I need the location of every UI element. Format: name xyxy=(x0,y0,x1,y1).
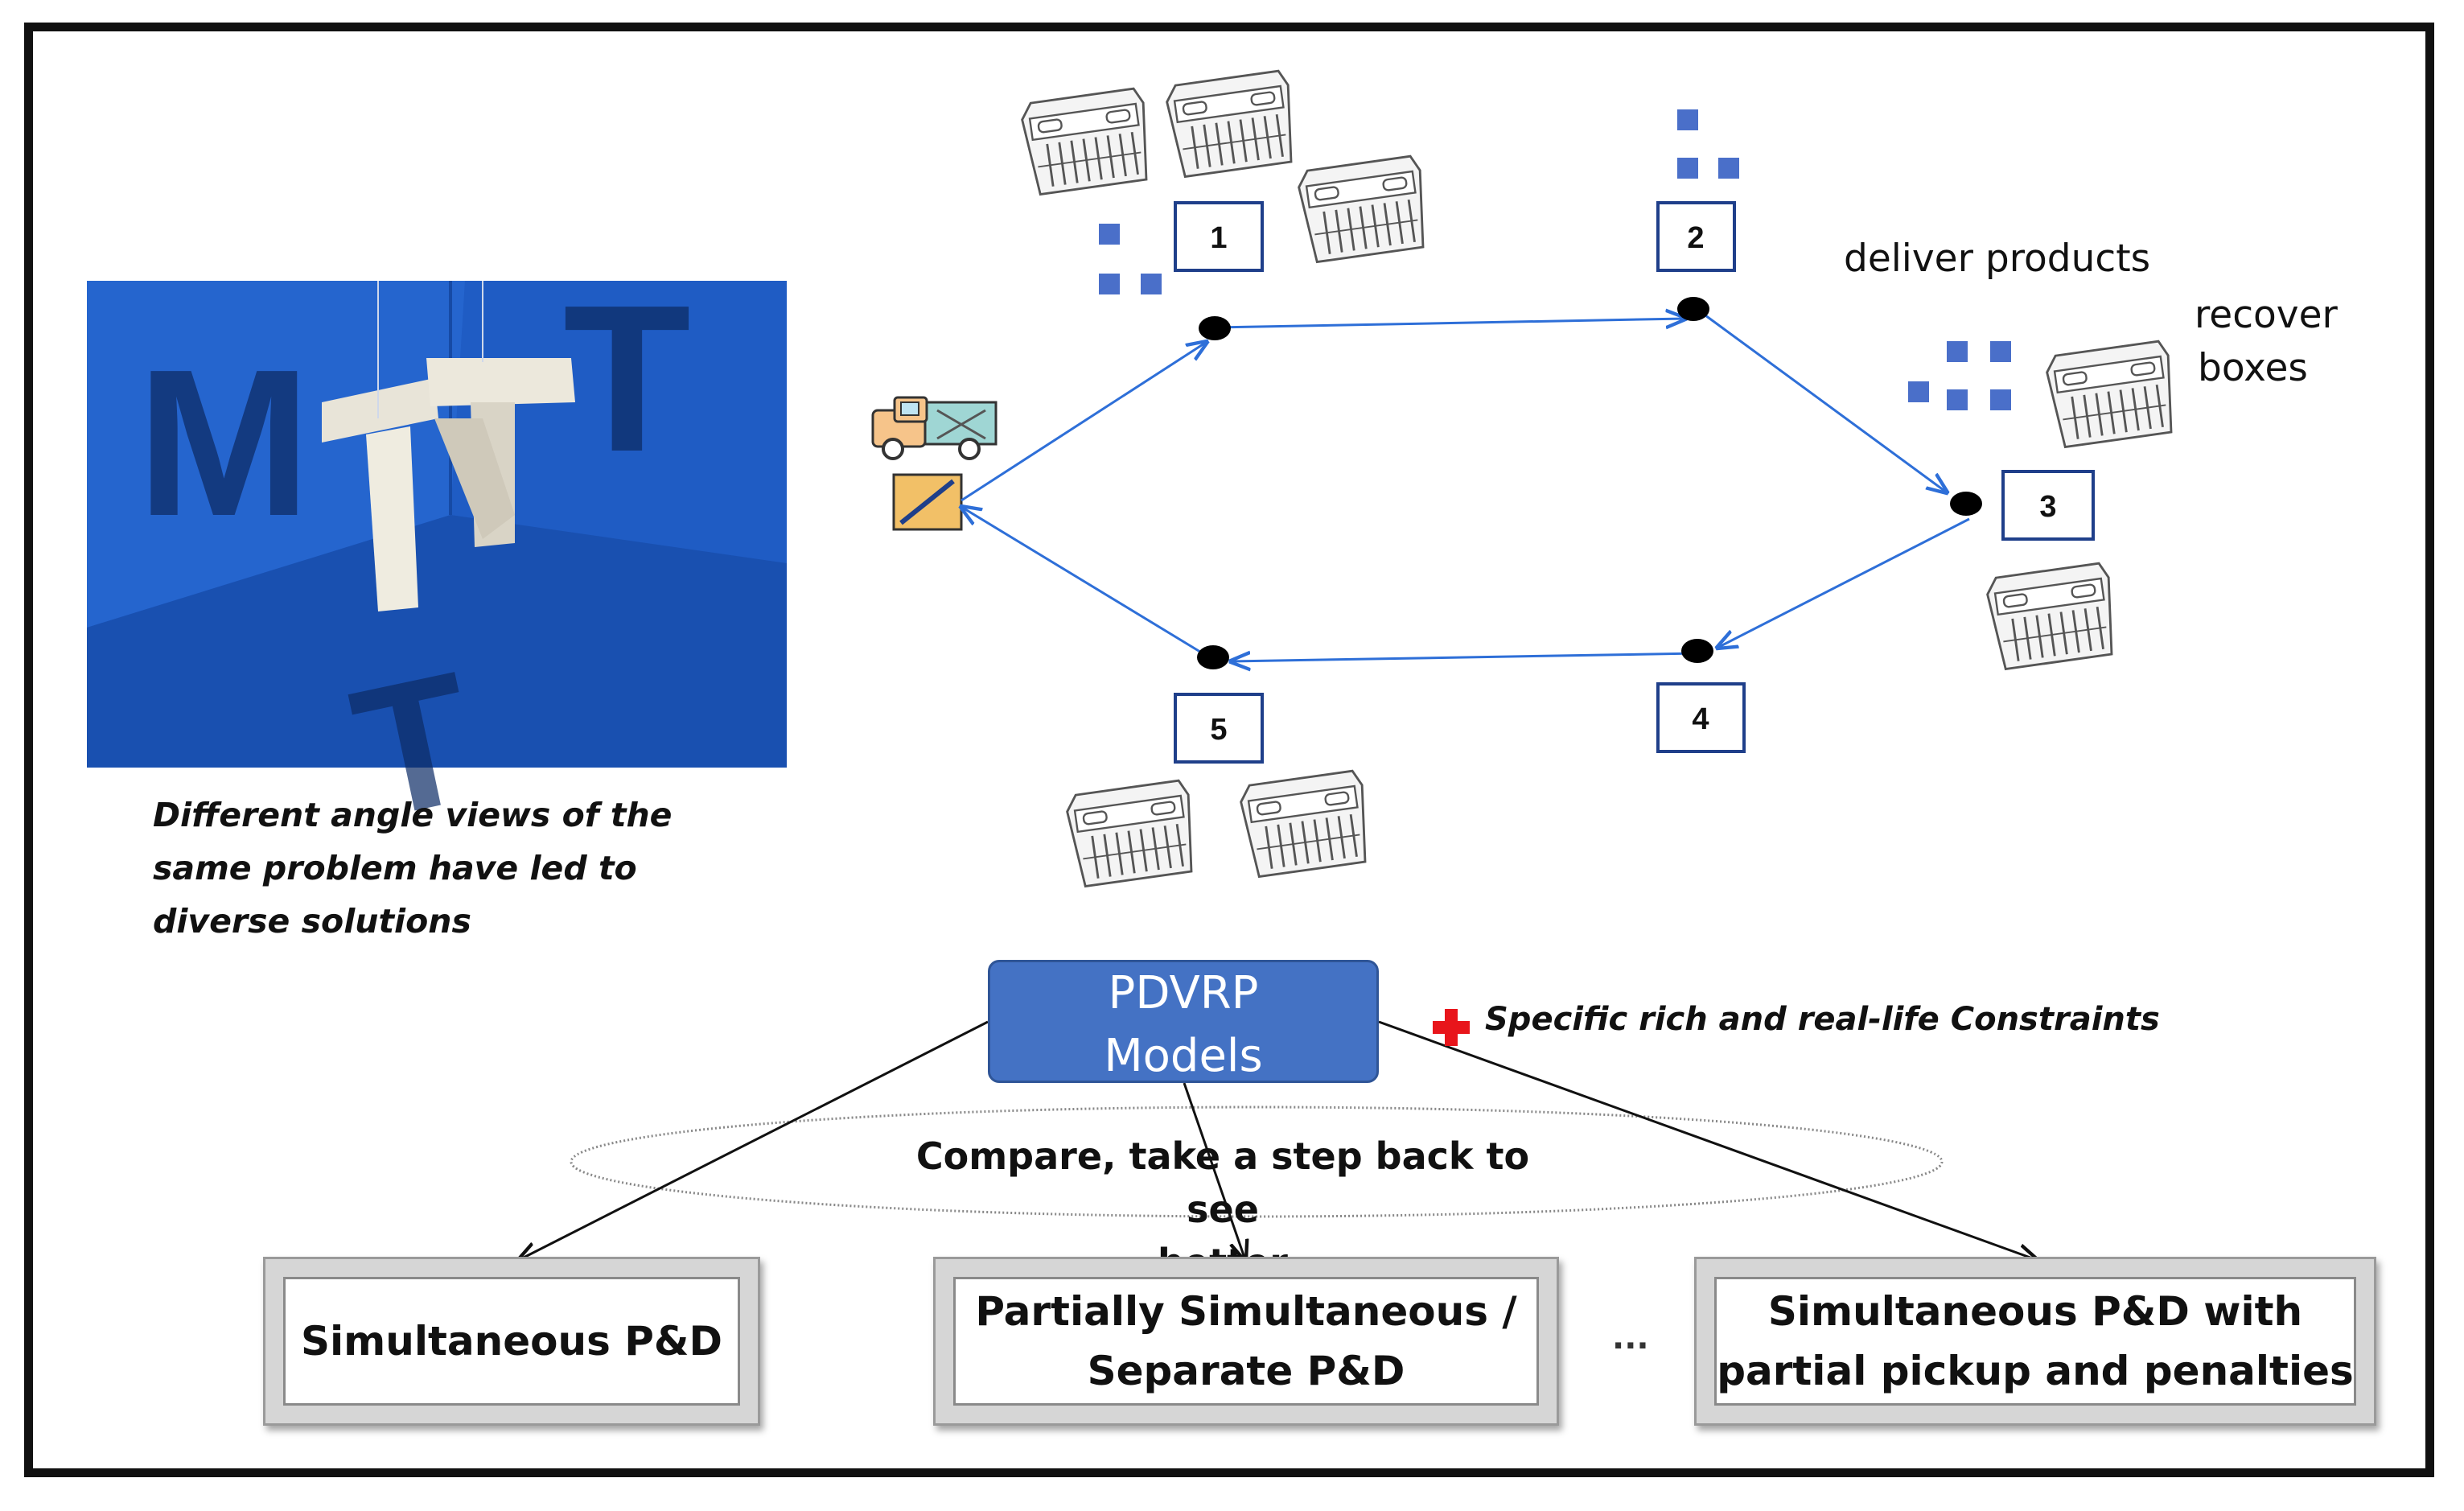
node-box-2: 2 xyxy=(1656,201,1736,272)
constraints-note: Specific rich and real-life Constraints xyxy=(1485,1001,2160,1038)
recover-label: recover xyxy=(2195,293,2338,337)
photo-caption: Different angle views of the same proble… xyxy=(153,788,764,948)
ellipsis-marker: ... xyxy=(1612,1320,1649,1357)
model-label: Simultaneous P&D xyxy=(301,1318,722,1365)
node-label: 1 xyxy=(1210,221,1227,255)
outer-frame xyxy=(24,23,2434,1477)
plus-icon xyxy=(1433,1009,1470,1046)
caption-line: diverse solutions xyxy=(153,902,471,941)
model-box-inner: Simultaneous P&D with partial pickup and… xyxy=(1714,1277,2356,1406)
node-label: 2 xyxy=(1687,221,1704,255)
photo-letter-m: M xyxy=(137,327,311,560)
pdvrp-models-box: PDVRP Models xyxy=(988,960,1379,1083)
model-box-simultaneous: Simultaneous P&D xyxy=(263,1257,760,1426)
model-box-partially-simultaneous: Partially Simultaneous / Separate P&D xyxy=(933,1257,1559,1426)
photo-panel: M T T xyxy=(87,262,787,858)
compare-ellipse xyxy=(570,1105,1944,1218)
node-label: 5 xyxy=(1210,713,1227,747)
deliver-products-label: deliver products xyxy=(1844,237,2151,281)
model-label: Partially Simultaneous / xyxy=(975,1288,1517,1335)
route-arrows xyxy=(961,315,1970,661)
model-label: Separate P&D xyxy=(1087,1348,1405,1394)
node-box-4: 4 xyxy=(1656,682,1746,753)
model-box-partial-pickup: Simultaneous P&D with partial pickup and… xyxy=(1694,1257,2376,1426)
caption-line: Different angle views of the xyxy=(153,796,673,834)
boxes-label: boxes xyxy=(2198,346,2308,390)
model-label: partial pickup and penalties xyxy=(1717,1348,2354,1394)
compare-line: Compare, take a step back to see xyxy=(915,1134,1530,1231)
truck-icon xyxy=(871,396,998,460)
depot xyxy=(892,473,963,531)
node-dots xyxy=(1197,297,1982,669)
node-box-1: 1 xyxy=(1174,201,1264,272)
photo-sculpture xyxy=(322,281,575,611)
node-label: 4 xyxy=(1692,702,1709,736)
pdvrp-title: PDVRP xyxy=(1108,967,1259,1019)
model-label: Simultaneous P&D with xyxy=(1767,1288,2303,1335)
model-box-inner: Partially Simultaneous / Separate P&D xyxy=(953,1277,1539,1406)
pdvrp-subtitle: Models xyxy=(1104,1030,1263,1082)
photo-letter-t-wall: T xyxy=(563,262,691,496)
model-box-inner: Simultaneous P&D xyxy=(283,1277,740,1406)
model-arrows xyxy=(519,1020,2037,1260)
node-box-5: 5 xyxy=(1174,693,1264,764)
caption-line: same problem have led to xyxy=(153,849,637,887)
node-box-3: 3 xyxy=(2001,470,2095,541)
node-label: 3 xyxy=(2039,490,2056,524)
